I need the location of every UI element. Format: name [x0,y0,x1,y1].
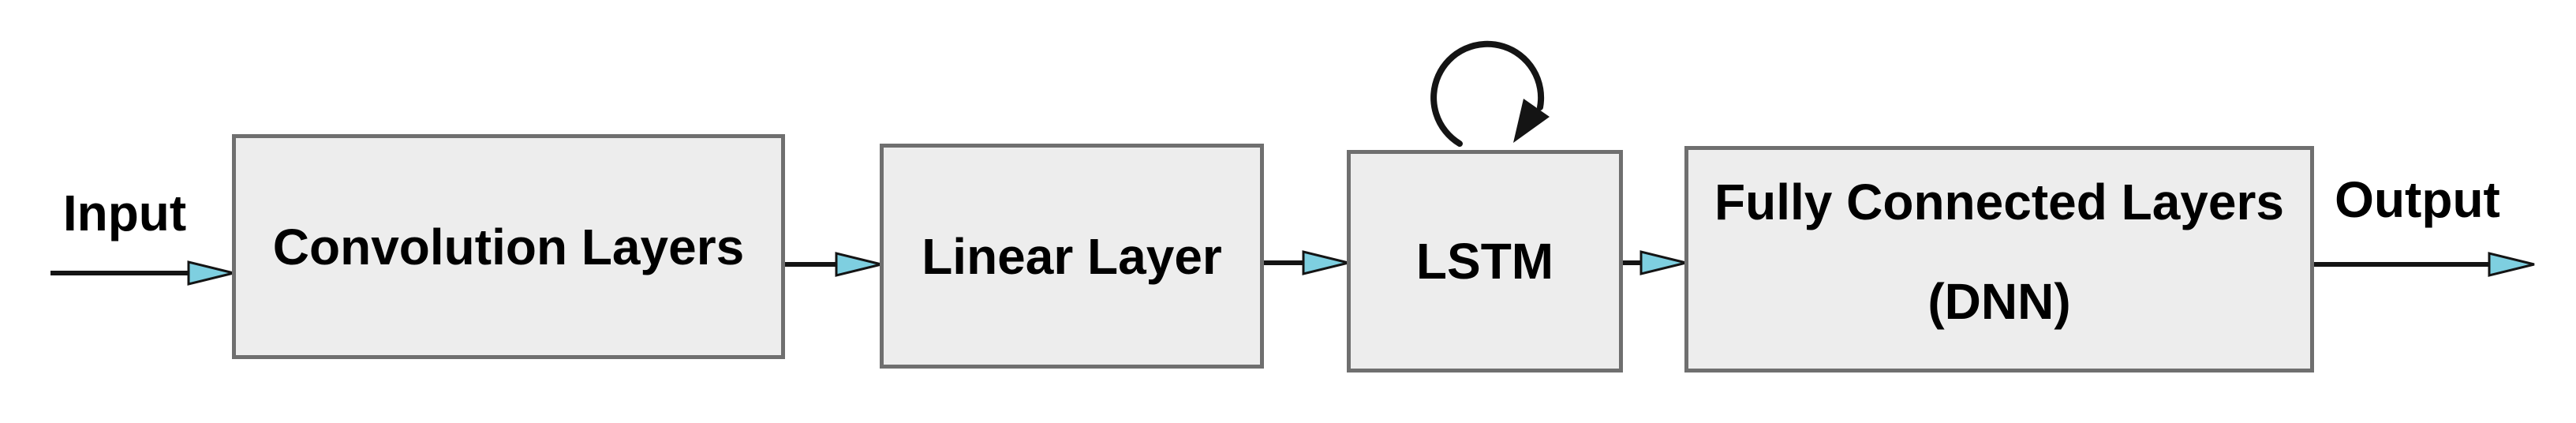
node-fully-connected-layers-sublabel: (DNN) [1927,273,2071,330]
node-lstm: LSTM [1347,150,1623,372]
lstm-self-loop-arrow [1430,40,1550,147]
output-label: Output [2335,171,2500,228]
node-lstm-label: LSTM [1415,233,1554,290]
node-convolution-layers-label: Convolution Layers [272,218,745,275]
arrow-conv-to-linear [783,252,882,277]
arrow-lstm-to-fc [1621,250,1687,275]
node-fully-connected-layers-label: Fully Connected Layers [1714,174,2284,230]
node-linear-layer-label: Linear Layer [922,227,1222,285]
arrow-output [2312,252,2535,277]
arrow-linear-to-lstm [1262,250,1349,275]
node-fully-connected-layers: Fully Connected Layers (DNN) [1684,146,2314,372]
input-label: Input [62,185,187,241]
node-convolution-layers: Convolution Layers [232,134,785,359]
arrow-input [50,260,234,286]
node-linear-layer: Linear Layer [880,144,1264,369]
